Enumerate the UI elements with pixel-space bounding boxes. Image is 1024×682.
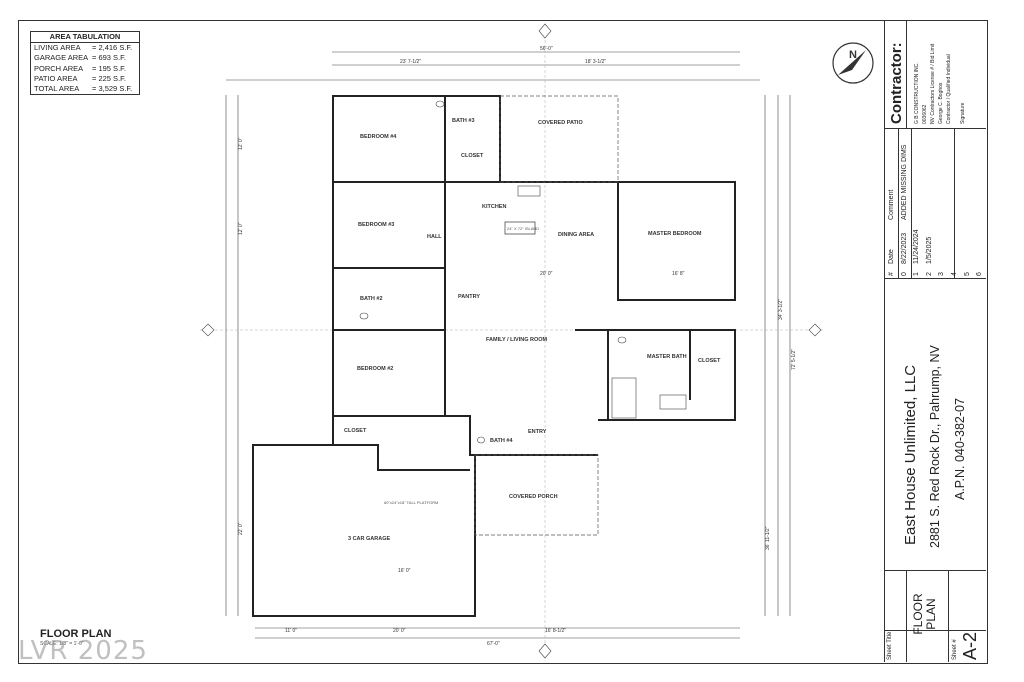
watermark-logo: LVR 2025 <box>18 636 148 666</box>
dimension-label: 16' 0" <box>398 568 411 574</box>
grid-marker <box>538 23 552 39</box>
contractor-details: G B CONSTRUCTION INC. 0036062 NV Contrac… <box>914 43 952 124</box>
plan-title: FLOOR PLAN <box>40 628 112 640</box>
dimension-label: 34' 3-1/2" <box>778 299 784 320</box>
dimension-label: 18' 3-1/2" <box>585 59 606 65</box>
title-block <box>884 20 987 662</box>
sheet-title-label: Sheet Title <box>887 631 893 660</box>
contractor-heading: Contractor: <box>888 42 905 124</box>
dimension-label: 12' 0" <box>238 222 244 235</box>
toilet-fixture <box>435 100 445 108</box>
dimension-label: 12' 0" <box>238 137 244 150</box>
room-label: BATH #2 <box>360 296 383 302</box>
kitchen-island <box>504 221 536 235</box>
toilet-fixture <box>477 436 485 444</box>
room-label: BATH #4 <box>490 438 513 444</box>
grid-marker <box>808 323 822 337</box>
room-label: DINING AREA <box>558 232 594 238</box>
room-label: 24" X 72" ISLAND <box>507 226 539 231</box>
project-address: 2881 S. Red Rock Dr., Pahrump, NV <box>928 345 942 548</box>
dimension-label: 72' 5-1/2" <box>791 349 797 370</box>
sheet-number-label: Sheet # <box>952 639 958 660</box>
room-label: BEDROOM #4 <box>360 134 397 140</box>
grid-marker <box>538 643 552 659</box>
revision-row: 6 <box>976 272 984 276</box>
room-label: PANTRY <box>458 294 480 300</box>
room-label: BEDROOM #3 <box>358 222 394 228</box>
room-label: HALL <box>427 234 442 240</box>
room-label: COVERED PATIO <box>538 120 583 126</box>
room-label: COVERED PORCH <box>509 494 558 500</box>
area-row: PORCH AREA= 195 S.F. <box>34 63 126 73</box>
area-row: TOTAL AREA= 3,529 S.F. <box>34 84 133 94</box>
dimension-label: 20' 0" <box>540 271 553 277</box>
area-row: PATIO AREA= 225 S.F. <box>34 73 126 83</box>
parcel-number: A.P.N. 040-382-07 <box>953 398 967 500</box>
area-row: LIVING AREA= 2,416 S.F. <box>34 43 133 53</box>
sheet-title: FLOOR PLAN <box>911 593 938 635</box>
room-label: FAMILY / LIVING ROOM <box>486 337 548 343</box>
floor-plan-drawing: N BEDROOM #4 BATH #3 COVERED PATIO CLOSE… <box>200 23 874 660</box>
room-label: BEDROOM #2 <box>357 366 393 372</box>
room-label: CLOSET <box>461 153 484 159</box>
dimension-label: 16' 8" <box>672 271 685 277</box>
sink-fixture <box>517 185 541 197</box>
dimension-label: 23' 7-1/2" <box>400 59 421 65</box>
signature-label: Signature <box>960 102 966 124</box>
room-label: MASTER BEDROOM <box>648 231 702 237</box>
dimension-label: 56'-0" <box>540 46 553 52</box>
room-label: CLOSET <box>698 358 721 364</box>
shower-fixture <box>611 377 637 419</box>
grid-center-lines <box>200 30 825 660</box>
dimension-lines <box>225 51 791 639</box>
room-label: KITCHEN <box>482 204 506 210</box>
dimension-label: 16' 8-1/2" <box>545 628 566 634</box>
covered-porch-outline <box>474 454 599 536</box>
toilet-fixture <box>359 312 369 320</box>
revision-row: 3 <box>938 272 946 276</box>
dimension-label: 11' 0" <box>285 628 297 634</box>
dimension-label: 22' 0" <box>238 522 244 535</box>
drawing-sheet <box>18 20 988 664</box>
room-label: CLOSET <box>344 428 367 434</box>
room-label: 3 CAR GARAGE <box>348 536 391 542</box>
dimension-label: 20' 0" <box>393 628 406 634</box>
area-row: GARAGE AREA= 693 S.F. <box>34 53 126 63</box>
revision-row: 4 <box>950 272 958 276</box>
tub-fixture <box>659 394 687 410</box>
area-tabulation-title: AREA TABULATION <box>31 32 139 44</box>
plan-scale: SCALE: 1/8" = 1'-0" <box>40 641 84 647</box>
room-label: ENTRY <box>528 429 547 435</box>
north-arrow-icon: N <box>832 42 874 84</box>
room-label: MASTER BATH <box>647 354 687 360</box>
bedroom2-walls <box>332 329 446 417</box>
svg-text:N: N <box>849 49 857 61</box>
room-label: BATH #3 <box>452 118 475 124</box>
dimension-label: 67'-0" <box>487 641 500 647</box>
grid-marker <box>201 323 215 337</box>
toilet-fixture <box>617 336 627 344</box>
bedroom3-walls <box>332 181 446 269</box>
room-label: 60"x24"x18" TALL PLATFORM <box>384 500 438 505</box>
area-tabulation-table: AREA TABULATION LIVING AREA= 2,416 S.F. … <box>30 31 140 96</box>
revision-row: 5 <box>963 272 971 276</box>
sheet-number: A-2 <box>960 631 980 660</box>
client-name: East House Unlimited, LLC <box>902 364 919 545</box>
dimension-label: 36' 11-1/2" <box>765 526 771 550</box>
covered-patio-outline <box>499 95 619 183</box>
